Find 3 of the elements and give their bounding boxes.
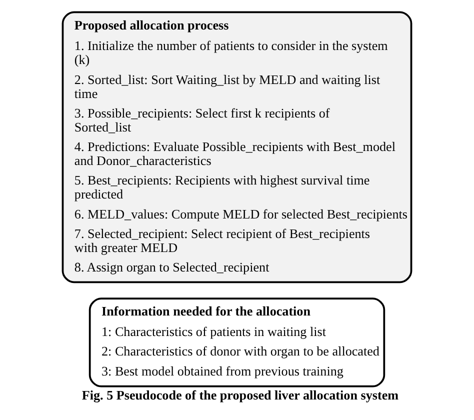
node-box: Proposed allocation process 1. Initialize the number of patients to consider in the system (k) 2. Sorted_list: Sort Waiting_list by MELD and waiting list time 3. Possible_recipients: Select first k recipients of Sorted_list 4. Predictions: Evaluate Possible_recipients with Best_model and Donor_characteristics 5. Best_recipients: Recipients with highest survival time predicted 6. MELD_values: Compute MELD for selected Best_recipients 7. Selected_recipient: Select recipient of Best_recipients with greater MELD 8. Assign organ to Selected_recipient: [62, 11, 412, 284]
node-box: Information needed for the allocation 1: Characteristics of patients in waiting list 2: Characteristics of donor with organ to be allocated 3: Best model obtained from previous training: [88, 298, 386, 388]
caption: Fig. 5 Pseudocode of the proposed liver allocation system: [82, 388, 399, 403]
